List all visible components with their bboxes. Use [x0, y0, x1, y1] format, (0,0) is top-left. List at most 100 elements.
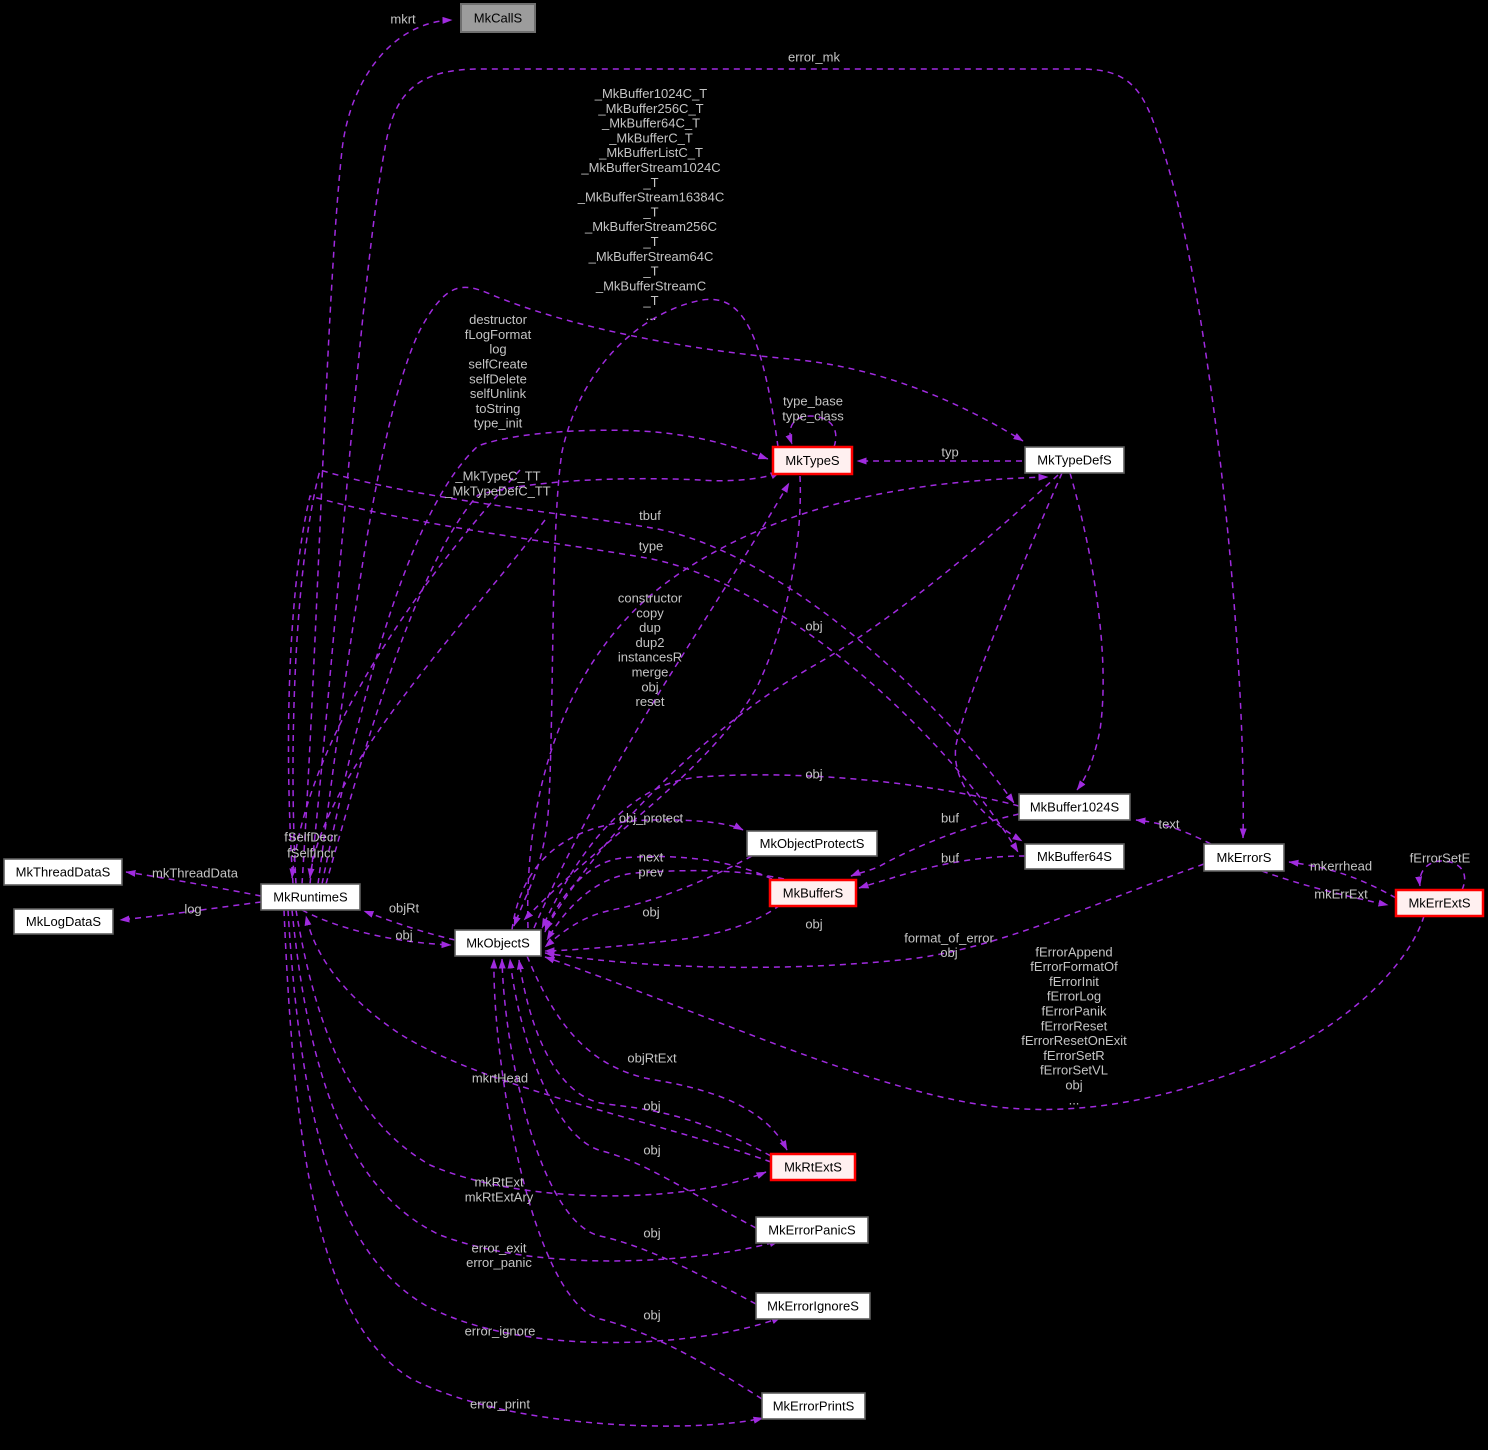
svg-text:fErrorFormatOf: fErrorFormatOf — [1030, 959, 1118, 974]
svg-text:buf: buf — [941, 811, 959, 826]
svg-text:...: ... — [1069, 1092, 1080, 1107]
svg-text:obj: obj — [643, 1099, 660, 1114]
svg-text:MkTypeDefS: MkTypeDefS — [1037, 453, 1112, 468]
svg-text:obj: obj — [940, 945, 957, 960]
svg-text:MkErrExtS: MkErrExtS — [1408, 896, 1470, 911]
svg-text:MkErrorPanicS: MkErrorPanicS — [768, 1223, 856, 1238]
svg-text:MkLogDataS: MkLogDataS — [26, 914, 101, 929]
svg-text:type: type — [639, 539, 664, 554]
svg-text:obj: obj — [805, 619, 822, 634]
svg-text:next: next — [639, 850, 664, 865]
svg-text:MkBuffer64S: MkBuffer64S — [1037, 849, 1112, 864]
svg-text:MkCallS: MkCallS — [474, 11, 523, 26]
svg-text:fSelfIncr: fSelfIncr — [287, 846, 335, 861]
svg-text:constructor: constructor — [618, 591, 683, 606]
svg-text:_T: _T — [642, 175, 658, 190]
svg-text:_MkBuffer256C_T: _MkBuffer256C_T — [597, 101, 703, 116]
svg-text:mkerrhead: mkerrhead — [1310, 859, 1372, 874]
svg-text:typ: typ — [941, 445, 958, 460]
svg-text:type_class: type_class — [782, 408, 844, 423]
svg-text:format_of_error: format_of_error — [904, 931, 994, 946]
svg-text:obj_protect: obj_protect — [619, 811, 684, 826]
svg-text:MkBufferS: MkBufferS — [783, 886, 844, 901]
svg-text:mkThreadData: mkThreadData — [152, 866, 239, 881]
svg-text:fErrorPanik: fErrorPanik — [1041, 1004, 1107, 1019]
svg-text:_MkBuffer1024C_T: _MkBuffer1024C_T — [594, 86, 708, 101]
svg-text:fErrorResetOnExit: fErrorResetOnExit — [1021, 1033, 1127, 1048]
svg-text:fErrorSetVL: fErrorSetVL — [1040, 1063, 1108, 1078]
svg-text:copy: copy — [636, 605, 664, 620]
svg-text:MkTypeS: MkTypeS — [785, 453, 840, 468]
svg-text:text: text — [1159, 817, 1180, 832]
svg-text:objRt: objRt — [389, 901, 420, 916]
svg-text:_MkTypeDefC_TT: _MkTypeDefC_TT — [444, 483, 551, 498]
svg-text:_MkBufferStream16384C: _MkBufferStream16384C — [577, 190, 724, 205]
svg-text:_MkBufferStream256C: _MkBufferStream256C — [584, 219, 717, 234]
svg-text:_MkTypeC_TT: _MkTypeC_TT — [454, 469, 540, 484]
svg-text:obj: obj — [642, 905, 659, 920]
svg-text:tbuf: tbuf — [639, 508, 661, 523]
svg-text:selfDelete: selfDelete — [469, 371, 527, 386]
svg-text:fErrorAppend: fErrorAppend — [1035, 944, 1112, 959]
svg-text:toString: toString — [476, 401, 521, 416]
svg-text:_T: _T — [642, 264, 658, 279]
svg-text:_MkBufferStreamC: _MkBufferStreamC — [595, 278, 706, 293]
svg-text:error_exit: error_exit — [472, 1241, 527, 1256]
svg-text:...: ... — [646, 308, 657, 323]
svg-text:obj: obj — [643, 1143, 660, 1158]
svg-text:destructor: destructor — [469, 312, 527, 327]
svg-text:MkRuntimeS: MkRuntimeS — [273, 890, 348, 905]
svg-text:selfUnlink: selfUnlink — [470, 386, 527, 401]
svg-text:MkErrorIgnoreS: MkErrorIgnoreS — [767, 1299, 859, 1314]
svg-text:obj: obj — [395, 928, 412, 943]
svg-text:merge: merge — [632, 665, 669, 680]
svg-text:MkObjectProtectS: MkObjectProtectS — [760, 836, 865, 851]
svg-text:fErrorSetR: fErrorSetR — [1043, 1048, 1104, 1063]
svg-text:fErrorReset: fErrorReset — [1041, 1018, 1108, 1033]
svg-text:fErrorSetE: fErrorSetE — [1410, 851, 1471, 866]
svg-text:obj: obj — [643, 1308, 660, 1323]
svg-text:error_print: error_print — [470, 1397, 530, 1412]
svg-text:mkrtHead: mkrtHead — [472, 1071, 528, 1086]
svg-text:reset: reset — [636, 694, 665, 709]
svg-text:MkErrorS: MkErrorS — [1217, 850, 1272, 865]
svg-text:error_ignore: error_ignore — [465, 1324, 536, 1339]
svg-text:error_mk: error_mk — [788, 50, 841, 65]
svg-text:_T: _T — [642, 234, 658, 249]
svg-text:type_init: type_init — [474, 416, 523, 431]
svg-text:fLogFormat: fLogFormat — [465, 327, 532, 342]
svg-text:_MkBufferStream1024C: _MkBufferStream1024C — [580, 160, 720, 175]
svg-text:buf: buf — [941, 851, 959, 866]
svg-text:MkRtExtS: MkRtExtS — [784, 1160, 842, 1175]
svg-text:mkrt: mkrt — [390, 12, 416, 27]
svg-text:_MkBufferC_T: _MkBufferC_T — [608, 130, 693, 145]
svg-text:obj: obj — [805, 767, 822, 782]
svg-text:log: log — [489, 342, 506, 357]
svg-text:fErrorInit: fErrorInit — [1049, 974, 1099, 989]
svg-text:fErrorLog: fErrorLog — [1047, 989, 1101, 1004]
svg-text:_MkBufferStream64C: _MkBufferStream64C — [588, 249, 714, 264]
svg-text:MkBuffer1024S: MkBuffer1024S — [1030, 800, 1120, 815]
svg-text:fSelfDecr: fSelfDecr — [284, 830, 338, 845]
svg-text:obj: obj — [641, 679, 658, 694]
svg-text:error_panic: error_panic — [466, 1255, 532, 1270]
svg-text:_MkBufferListC_T: _MkBufferListC_T — [598, 145, 703, 160]
svg-text:dup: dup — [639, 620, 661, 635]
svg-text:mkErrExt: mkErrExt — [1314, 887, 1368, 902]
svg-text:_T: _T — [642, 293, 658, 308]
svg-text:MkErrorPrintS: MkErrorPrintS — [773, 1399, 855, 1414]
svg-text:mkRtExtAry: mkRtExtAry — [465, 1189, 534, 1204]
svg-text:selfCreate: selfCreate — [468, 357, 527, 372]
svg-text:dup2: dup2 — [636, 635, 665, 650]
svg-text:MkObjectS: MkObjectS — [466, 936, 530, 951]
svg-text:type_base: type_base — [783, 394, 843, 409]
svg-text:prev: prev — [638, 865, 664, 880]
svg-text:mkRtExt: mkRtExt — [474, 1175, 524, 1190]
svg-text:instancesR: instancesR — [618, 650, 682, 665]
svg-text:obj: obj — [643, 1226, 660, 1241]
svg-text:objRtExt: objRtExt — [627, 1051, 677, 1066]
svg-text:MkThreadDataS: MkThreadDataS — [16, 865, 111, 880]
svg-text:_MkBuffer64C_T: _MkBuffer64C_T — [601, 116, 700, 131]
svg-text:log: log — [184, 902, 201, 917]
svg-text:_T: _T — [642, 204, 658, 219]
